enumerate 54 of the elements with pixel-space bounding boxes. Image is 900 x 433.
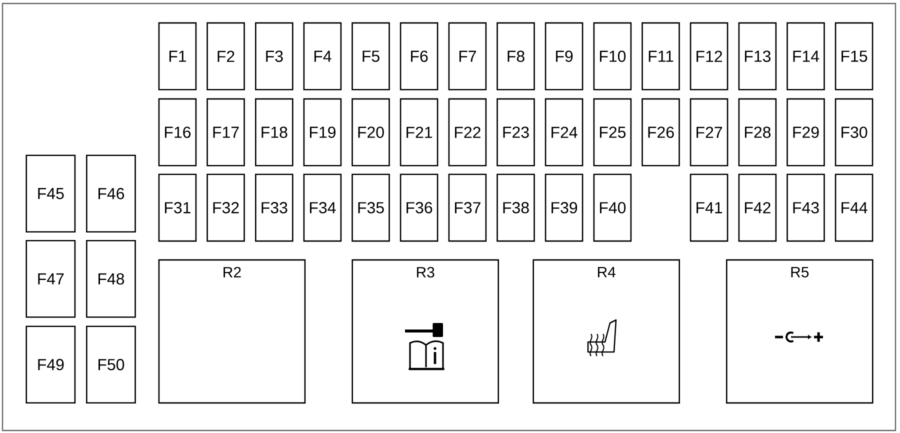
fuse-box: F19 [303, 98, 342, 166]
fuse-box: F16 [158, 98, 197, 166]
fuse-box: F43 [786, 174, 825, 242]
fuse-box: F26 [642, 98, 680, 166]
fuse-box: F22 [448, 98, 487, 166]
fuse-box: F23 [496, 98, 535, 166]
fuse-box: F8 [496, 22, 535, 90]
fuse-box: F38 [496, 174, 535, 242]
fuse-box: F41 [690, 174, 728, 242]
relay-box: R4 [532, 259, 680, 404]
fuse-box: F12 [690, 22, 728, 90]
fuse-box: F28 [738, 98, 777, 166]
fuse-box: F33 [255, 174, 294, 242]
fuse-box: F27 [690, 98, 728, 166]
fuse-box: F42 [738, 174, 777, 242]
fuse-box: F36 [400, 174, 438, 242]
relay-box: R3 [352, 259, 499, 404]
fuse-box: F48 [86, 240, 136, 318]
fuse-box: F46 [86, 154, 136, 232]
fuse-box: F9 [544, 22, 584, 90]
fuse-box: F3 [255, 22, 294, 90]
fuse-box: F10 [593, 22, 632, 90]
relay-box: R5 [726, 259, 874, 404]
fuse-box: F50 [86, 326, 136, 404]
fuse-box: F35 [352, 174, 390, 242]
fuse-box: F37 [448, 174, 487, 242]
fuse-box: F24 [544, 98, 584, 166]
fuse-box: F15 [834, 22, 874, 90]
fuse-box: F4 [303, 22, 342, 90]
fuse-box: F40 [593, 174, 632, 242]
fuse-box: F47 [26, 240, 76, 318]
fuse-box: F2 [206, 22, 245, 90]
fuse-box: F34 [303, 174, 342, 242]
fuse-box: F45 [26, 154, 76, 232]
fuse-box: F20 [352, 98, 390, 166]
fuse-box: F13 [738, 22, 777, 90]
relay-box: R2 [158, 259, 306, 404]
fuse-box: F29 [786, 98, 825, 166]
fuse-box: F49 [26, 326, 76, 404]
fuse-box: F7 [448, 22, 487, 90]
fuse-box: F44 [834, 174, 874, 242]
fuse-box: F5 [352, 22, 390, 90]
fuse-box: F21 [400, 98, 438, 166]
fuse-box: F39 [544, 174, 584, 242]
fuse-box: F14 [786, 22, 825, 90]
fuse-box: F17 [206, 98, 245, 166]
fuse-box: F25 [593, 98, 632, 166]
fuse-box: F30 [834, 98, 874, 166]
fuse-box: F1 [158, 22, 197, 90]
fuse-box: F32 [206, 174, 245, 242]
fuse-box: F31 [158, 174, 197, 242]
fuse-box: F18 [255, 98, 294, 166]
fuse-box: F6 [400, 22, 438, 90]
fuse-box: F11 [642, 22, 680, 90]
